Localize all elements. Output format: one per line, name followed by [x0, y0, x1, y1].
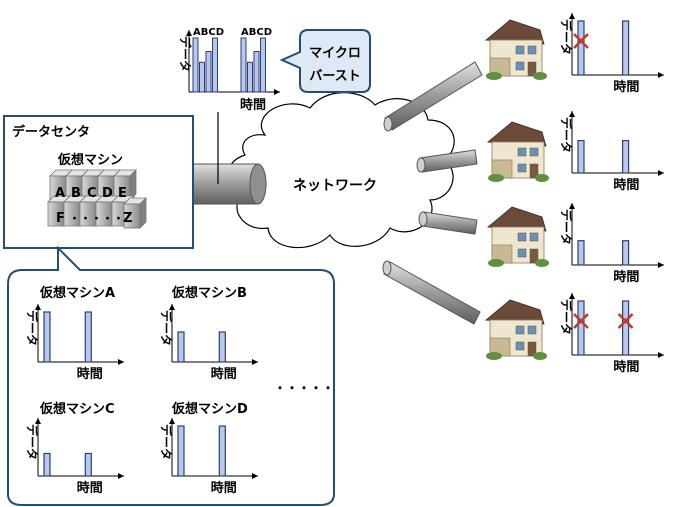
chart-bar	[621, 240, 630, 266]
chart-xlabel: 時間	[613, 359, 639, 375]
chart-ylabel: データ	[559, 299, 574, 335]
vm-label-e: E	[118, 186, 127, 201]
aggregate-bar	[260, 37, 266, 93]
chart-bar	[43, 311, 51, 363]
chart-bar	[43, 452, 51, 477]
vm-label-z: Z	[123, 211, 132, 226]
chart-bar	[577, 20, 585, 76]
aggregate-bar	[247, 61, 253, 93]
vm-chart-title-d: 仮想マシンD	[171, 401, 248, 417]
chart-bar	[621, 140, 630, 174]
vm-chart-title-a: 仮想マシンA	[39, 285, 115, 301]
burst-label-2: ABCD	[241, 27, 272, 38]
chart-xlabel: 時間	[77, 366, 103, 382]
aggregate-bar	[199, 61, 205, 93]
microburst-callout: マイクロ バースト	[279, 29, 371, 93]
house-icon	[484, 19, 547, 80]
vm-group-title: 仮想マシン	[57, 152, 123, 168]
chart-ylabel: データ	[25, 424, 40, 460]
chart-xlabel: 時間	[211, 366, 237, 382]
vm-more-ellipsis: ・・・・・	[274, 381, 334, 395]
chart-bar	[218, 331, 226, 363]
network-label: ネットワーク	[293, 178, 377, 194]
aggregate-chart: データ 時間 ABCD ABCD	[178, 27, 280, 113]
drop-x-mark	[573, 33, 589, 49]
chart-bar	[177, 331, 185, 363]
chart-bar	[621, 300, 630, 356]
vm-label-b: B	[71, 186, 81, 201]
chart-xlabel: 時間	[211, 480, 237, 496]
vm-cube	[123, 197, 147, 229]
chart-bar	[577, 300, 585, 356]
house-pipe-4	[382, 260, 481, 325]
chart-bar	[577, 240, 585, 266]
vm-chart-title-b: 仮想マシンB	[171, 285, 247, 301]
chart-ylabel: データ	[559, 117, 574, 153]
chart-ylabel: データ	[25, 310, 40, 346]
house-icon	[486, 206, 549, 267]
aggregate-bar	[240, 37, 247, 93]
aggregate-bar	[253, 51, 260, 93]
datacenter-title: データセンタ	[12, 124, 90, 140]
aggregate-xlabel: 時間	[240, 97, 266, 113]
chart-xlabel: 時間	[77, 480, 103, 496]
chart-xlabel: 時間	[613, 269, 639, 285]
drop-x-mark	[617, 313, 634, 329]
burst-label-1: ABCD	[193, 27, 224, 38]
chart-bar	[84, 311, 92, 363]
drop-x-mark	[573, 313, 589, 329]
chart-bar	[218, 425, 226, 477]
chart-bar	[621, 20, 630, 76]
chart-ylabel: データ	[159, 310, 174, 346]
vm-cube-stack	[47, 169, 147, 229]
chart-bar	[177, 425, 185, 477]
aggregate-bar	[212, 37, 218, 93]
chart-xlabel: 時間	[613, 177, 639, 193]
callout-line1: マイクロ	[309, 46, 361, 61]
vm-label-f: F	[56, 211, 65, 226]
house-pipe-3	[418, 211, 478, 235]
house-icon	[484, 299, 547, 360]
chart-ylabel: データ	[559, 19, 574, 55]
aggregate-ylabel: データ	[178, 36, 193, 72]
chart-xlabel: 時間	[613, 79, 639, 95]
vm-chart-title-c: 仮想マシンC	[39, 401, 115, 417]
chart-ylabel: データ	[559, 209, 574, 245]
vm-row2-dots: ・・・・・	[69, 212, 124, 225]
chart-ylabel: データ	[159, 424, 174, 460]
house-icon	[486, 121, 549, 182]
aggregate-bar	[192, 37, 199, 93]
aggregate-bars	[192, 37, 266, 93]
vm-label-d: D	[102, 186, 113, 201]
house-pipe-2	[416, 149, 478, 173]
chart-bar	[84, 452, 92, 477]
houses	[484, 19, 549, 360]
aggregate-bar	[205, 51, 212, 93]
house-pipe-1	[383, 61, 483, 132]
vm-label-a: A	[55, 186, 65, 201]
vm-cube	[113, 169, 137, 201]
callout-line2: バースト	[309, 69, 360, 84]
vm-label-c: C	[87, 186, 97, 201]
chart-bar	[577, 140, 585, 174]
